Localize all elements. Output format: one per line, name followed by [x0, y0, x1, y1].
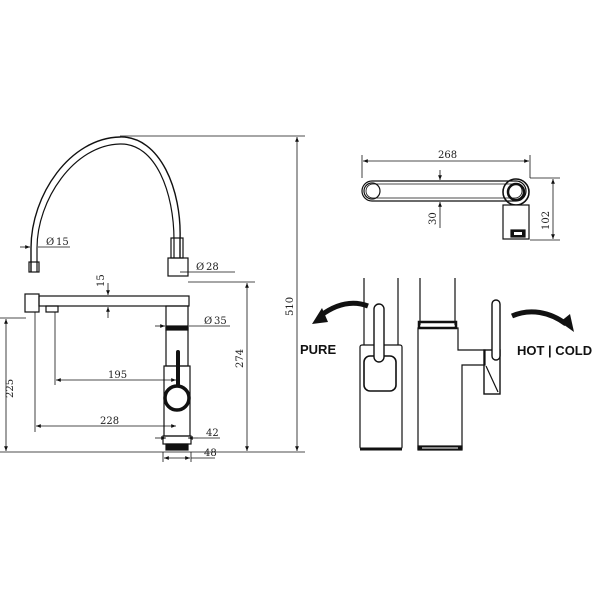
- dim-v225: 225: [5, 379, 16, 398]
- dim-top268: 268: [438, 150, 457, 161]
- hotcold-rotation-arrow: [510, 309, 568, 327]
- dim-d35: 35: [214, 316, 227, 327]
- dim-v15: 15: [96, 274, 107, 287]
- top-arm: [361, 180, 527, 202]
- dim-diameter-symbol-35: Ø: [204, 316, 212, 327]
- dim-v274: 274: [235, 349, 246, 368]
- hotcold-arrow-head: [560, 314, 574, 332]
- spray-head: [24, 293, 40, 313]
- body-collar: [165, 325, 189, 331]
- pure-arrow-head: [312, 308, 328, 324]
- side-view: [24, 136, 192, 451]
- dim-h195: 195: [108, 370, 127, 381]
- dim-top102: 102: [541, 211, 552, 230]
- label-hot-cold: HOT | COLD: [517, 343, 592, 358]
- top-body-inner: [506, 182, 526, 202]
- dim-d15: 15: [56, 237, 69, 248]
- dim-diameter-symbol-28: Ø: [196, 262, 204, 273]
- top-dimension-lines: [361, 155, 560, 241]
- spout-arm: [38, 295, 190, 307]
- label-pure: PURE: [300, 342, 336, 357]
- handle-knob: [163, 384, 191, 412]
- top-view: [361, 178, 530, 240]
- pure-rotation-arrow: [318, 300, 369, 319]
- gooseneck-hose: [30, 136, 181, 272]
- side-dimension-lines: [0, 135, 305, 462]
- dim-h228: 228: [100, 416, 119, 427]
- hose-ring-right: [170, 237, 184, 259]
- hotcold-lever: [491, 299, 501, 361]
- hotcold-body: [417, 327, 486, 450]
- front-view-pure: [359, 278, 403, 451]
- dim-v510: 510: [285, 297, 296, 316]
- spray-nozzle: [45, 305, 59, 313]
- dim-h42: 42: [206, 428, 219, 439]
- spray-connector: [167, 257, 189, 277]
- base-plate: [162, 435, 192, 445]
- dim-d28: 28: [206, 262, 219, 273]
- top-spray-end: [363, 182, 381, 200]
- dim-h48: 48: [204, 448, 217, 459]
- dim-diameter-symbol-15: Ø: [46, 237, 54, 248]
- dim-top30: 30: [428, 212, 439, 225]
- base-foot: [165, 443, 189, 451]
- pure-lever: [373, 303, 385, 363]
- front-view-hotcold: [417, 278, 501, 451]
- hose-ring-left: [28, 261, 40, 273]
